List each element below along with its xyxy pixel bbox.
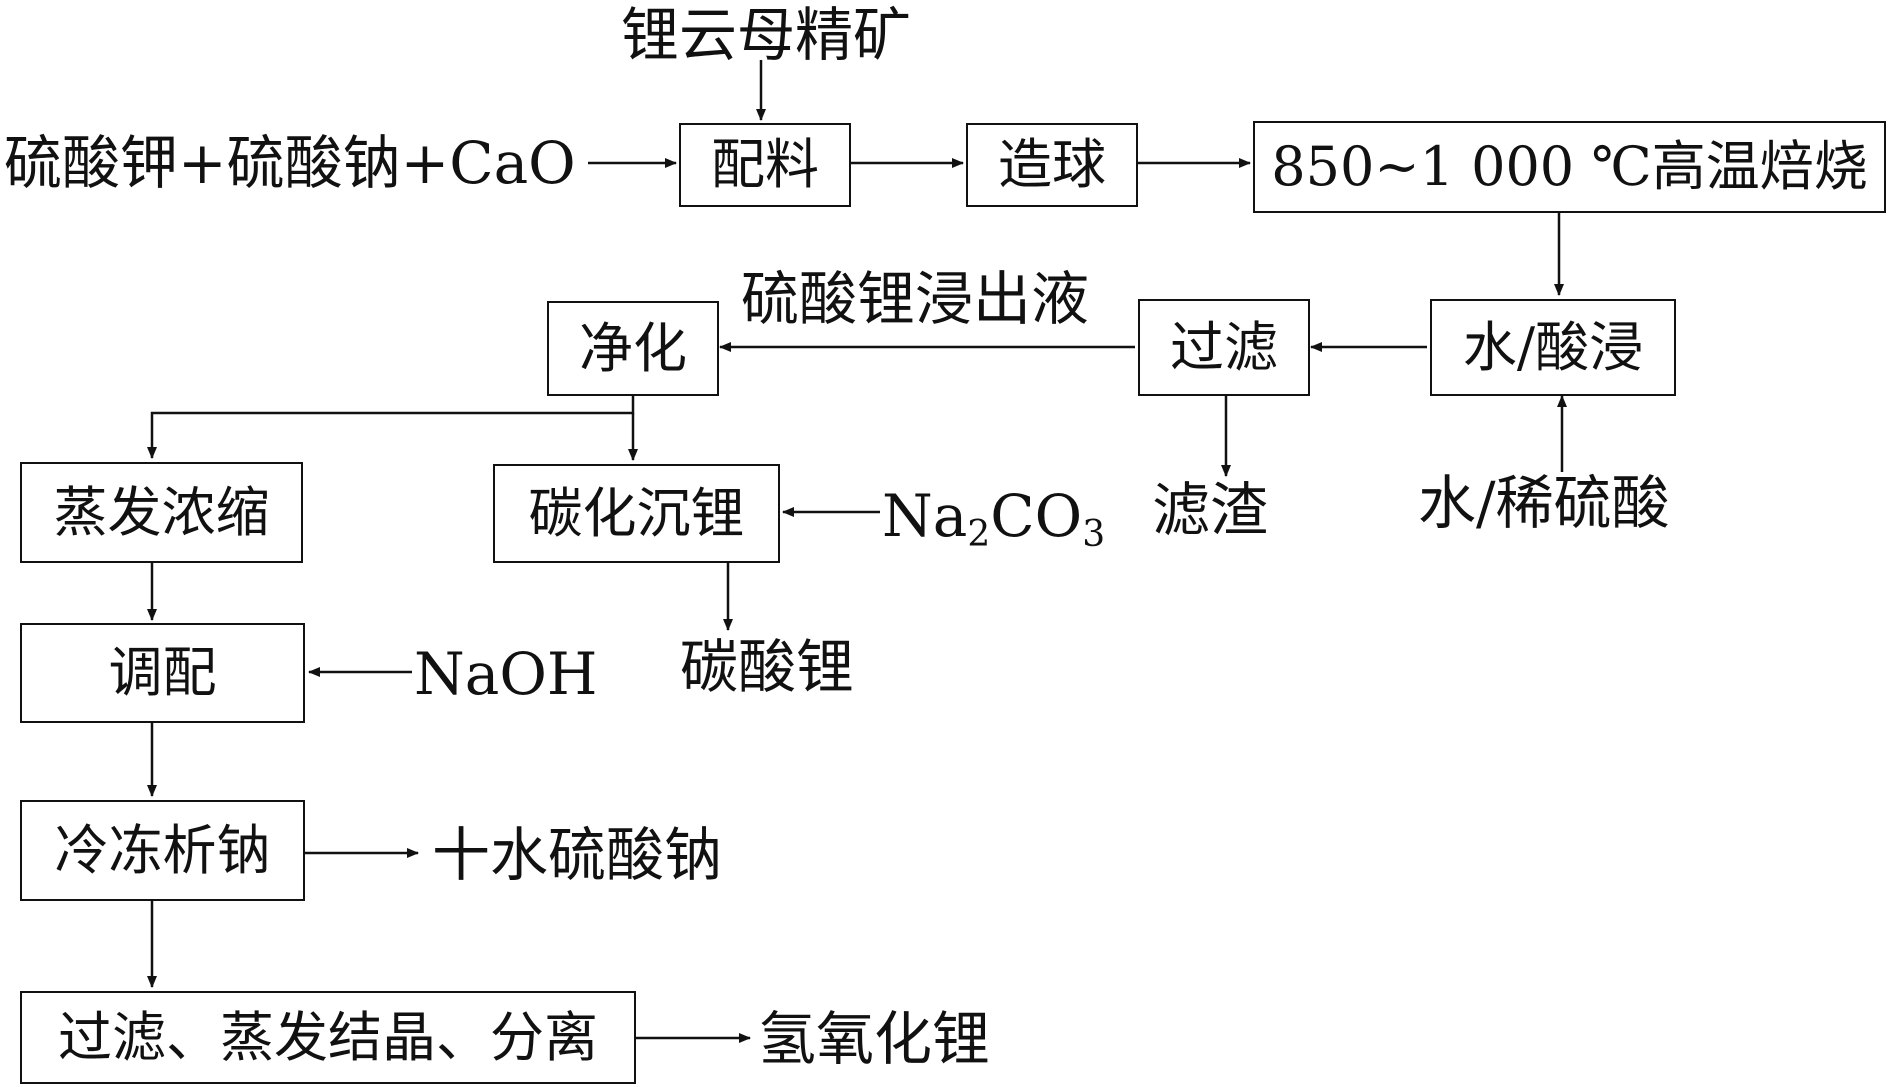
leach-agent-label: 水/稀硫酸	[1418, 469, 1670, 537]
additives-label: 硫酸钾+硫酸钠+CaO	[4, 129, 576, 197]
blending-box: 调配	[20, 623, 305, 723]
carbonate-reagent-label: Na2CO3	[882, 482, 1106, 555]
naoh-label: NaOH	[414, 640, 598, 708]
batching-label: 配料	[711, 133, 819, 196]
final-separation-box: 过滤、蒸发结晶、分离	[20, 991, 636, 1084]
concentrate-label: 锂云母精矿	[621, 1, 912, 69]
residue-label: 滤渣	[1152, 476, 1269, 544]
pelletizing-label: 造球	[998, 133, 1106, 196]
sodium-sulfate-label: 十水硫酸钠	[432, 821, 723, 889]
final-separation-label: 过滤、蒸发结晶、分离	[58, 1005, 598, 1069]
evaporation-label: 蒸发浓缩	[53, 480, 270, 544]
branch-purification-to-evaporation	[147, 396, 635, 459]
filtration-label: 过滤	[1170, 315, 1278, 379]
freezing-label: 冷冻析钠	[54, 818, 271, 882]
blending-label: 调配	[108, 641, 217, 704]
evaporation-box: 蒸发浓缩	[20, 462, 303, 563]
leaching-label: 水/酸浸	[1462, 315, 1644, 379]
purification-box: 净化	[547, 301, 719, 396]
leaching-box: 水/酸浸	[1430, 299, 1676, 396]
carbonation-label: 碳化沉锂	[528, 481, 745, 545]
pelletizing-box: 造球	[966, 123, 1138, 207]
purification-label: 净化	[579, 316, 687, 380]
roasting-box: 850~1 000 ℃高温焙烧	[1253, 121, 1886, 213]
lithium-carbonate-label: 碳酸锂	[680, 633, 855, 701]
filtration-box: 过滤	[1138, 299, 1310, 396]
freezing-box: 冷冻析钠	[20, 800, 305, 901]
batching-box: 配料	[679, 123, 851, 207]
roasting-label: 850~1 000 ℃高温焙烧	[1271, 135, 1868, 198]
lithium-hydroxide-label: 氢氧化锂	[758, 1005, 991, 1073]
carbonation-box: 碳化沉锂	[493, 464, 780, 563]
leachate-label: 硫酸锂浸出液	[741, 265, 1090, 333]
